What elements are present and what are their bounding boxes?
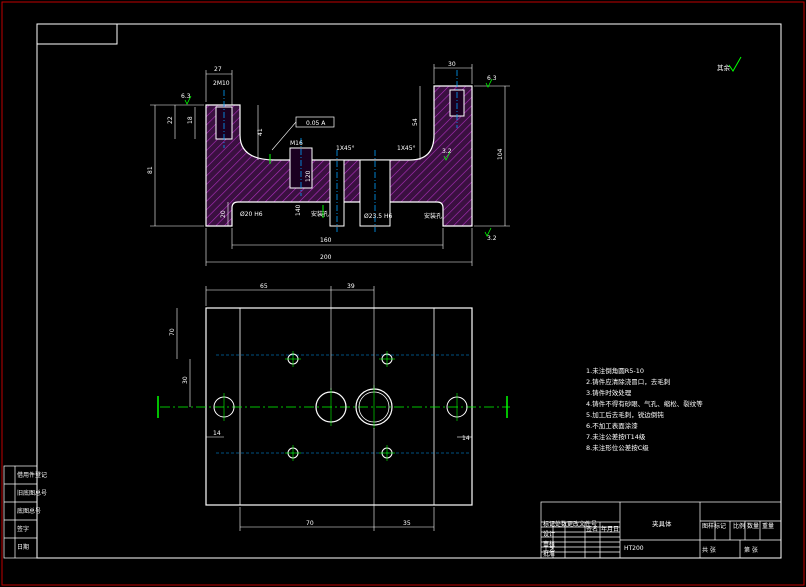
svg-text:2M10: 2M10 [213,80,230,87]
drawing-code-box [36,23,118,45]
svg-text:1X45°: 1X45° [336,145,355,152]
svg-text:104: 104 [497,148,504,160]
side-table [3,465,38,559]
svg-text:20: 20 [220,210,227,218]
svg-text:30: 30 [182,376,189,384]
svg-text:夹具体: 夹具体 [652,519,672,528]
svg-text:重量: 重量 [762,522,774,530]
svg-text:140: 140 [295,204,302,216]
svg-text:年月日: 年月日 [601,525,619,533]
svg-text:1X45°: 1X45° [397,145,416,152]
note-7: 7.未注公差按IT14级 [586,432,646,441]
svg-text:旧底图总号: 旧底图总号 [17,489,47,497]
svg-text:第 张: 第 张 [744,546,758,554]
svg-text:标记: 标记 [543,520,555,528]
title-block [540,501,782,559]
svg-text:其余: 其余 [717,63,731,72]
plan-view-dimensions [176,286,472,531]
svg-text:200: 200 [320,254,332,261]
svg-text:81: 81 [147,166,154,174]
section-view-dimensions [150,64,510,266]
svg-text:安装孔: 安装孔 [424,212,442,220]
svg-text:35: 35 [403,520,411,527]
svg-text:处数: 处数 [555,520,567,528]
svg-text:41: 41 [257,128,264,136]
title-block-text: 夹具体 HT200 比例 数量 重量 第 张 共 张 图样标记 标记 处数 更改… [543,519,774,558]
svg-text:借用件登记: 借用件登记 [17,471,47,479]
svg-text:0.05 A: 0.05 A [306,120,326,127]
svg-text:160: 160 [320,237,332,244]
svg-text:底图总号: 底图总号 [17,507,41,515]
technical-notes: 1.未注倒角圆R5-10 2.铸件应清除浇冒口，去毛刺 3.铸件时效处理 4.铸… [586,366,703,452]
svg-text:安装孔: 安装孔 [311,210,329,218]
note-2: 2.铸件应清除浇冒口，去毛刺 [586,377,670,386]
svg-text:6.3: 6.3 [487,75,497,82]
gdt-frame: 0.05 A [271,116,335,151]
drawing-frame [36,23,782,559]
svg-text:14: 14 [462,435,470,442]
plan-view [157,307,510,506]
general-roughness-note: 其余 [717,56,742,72]
plan-view-dim-text: 65 39 70 35 14 14 30 70 [169,283,470,527]
svg-text:设计: 设计 [543,530,555,538]
note-6: 6.不加工表面涂漆 [586,421,638,430]
svg-text:54: 54 [412,118,419,126]
svg-text:3.2: 3.2 [442,148,452,155]
svg-text:数量: 数量 [747,522,759,530]
svg-text:3.2: 3.2 [487,235,497,242]
svg-text:比例: 比例 [733,522,745,530]
svg-text:65: 65 [260,283,268,290]
svg-text:14: 14 [213,430,221,437]
svg-text:批准: 批准 [543,550,555,558]
svg-text:70: 70 [306,520,314,527]
section-body [205,85,473,227]
plan-outline [205,307,473,506]
svg-text:70: 70 [169,328,176,336]
svg-text:工艺: 工艺 [543,545,555,553]
svg-text:39: 39 [347,283,355,290]
svg-text:签名: 签名 [586,525,598,533]
note-3: 3.铸件时效处理 [586,388,632,397]
note-5: 5.加工后去毛刺，锐边倒钝 [586,410,664,419]
note-4: 4.铸件不得有砂眼、气孔、缩松、裂纹等 [586,399,703,408]
svg-text:6.3: 6.3 [181,93,191,100]
svg-text:Ø23.5 H6: Ø23.5 H6 [364,213,393,220]
note-8: 8.未注形位公差按C级 [586,443,649,452]
section-view [205,70,473,232]
svg-text:18: 18 [187,116,194,124]
svg-text:共 张: 共 张 [702,546,716,554]
svg-text:HT200: HT200 [624,545,644,552]
svg-text:120: 120 [305,170,312,182]
svg-text:审核: 审核 [543,540,555,548]
section-view-dim-text: 27 30 22 18 41 81 54 104 20 160 200 Ø20 … [147,61,504,261]
svg-text:图样标记: 图样标记 [702,522,726,530]
side-table-text: 借用件登记 旧底图总号 底图总号 签字 日期 [17,471,47,551]
roughness-symbols [184,78,493,237]
svg-text:M16: M16 [290,140,303,147]
svg-text:签字: 签字 [17,525,29,533]
svg-text:Ø20 H6: Ø20 H6 [240,211,263,218]
note-1: 1.未注倒角圆R5-10 [586,366,644,375]
svg-text:日期: 日期 [17,543,29,551]
svg-text:更改文件号: 更改文件号 [567,520,597,528]
svg-text:27: 27 [214,66,222,73]
svg-text:22: 22 [167,116,174,124]
svg-text:30: 30 [448,61,456,68]
